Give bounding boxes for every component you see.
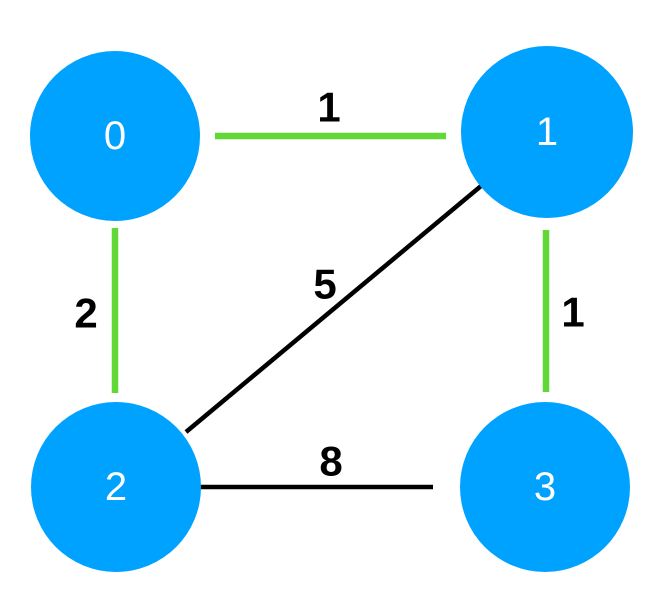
edge-weight-1-3: 1 <box>561 289 584 336</box>
edge-weight-0-1: 1 <box>317 84 340 131</box>
node-label-0: 0 <box>104 114 126 158</box>
node-3 <box>460 402 630 572</box>
edge-weight-0-2: 2 <box>74 290 97 337</box>
node-1 <box>461 46 633 218</box>
node-label-2: 2 <box>105 465 127 509</box>
edge-1-2 <box>184 184 483 434</box>
node-0 <box>30 51 200 221</box>
node-label-1: 1 <box>536 110 558 154</box>
node-label-3: 3 <box>534 465 556 509</box>
node-2 <box>31 402 201 572</box>
edge-weight-1-2: 5 <box>313 261 336 308</box>
edge-weight-2-3: 8 <box>319 438 342 485</box>
